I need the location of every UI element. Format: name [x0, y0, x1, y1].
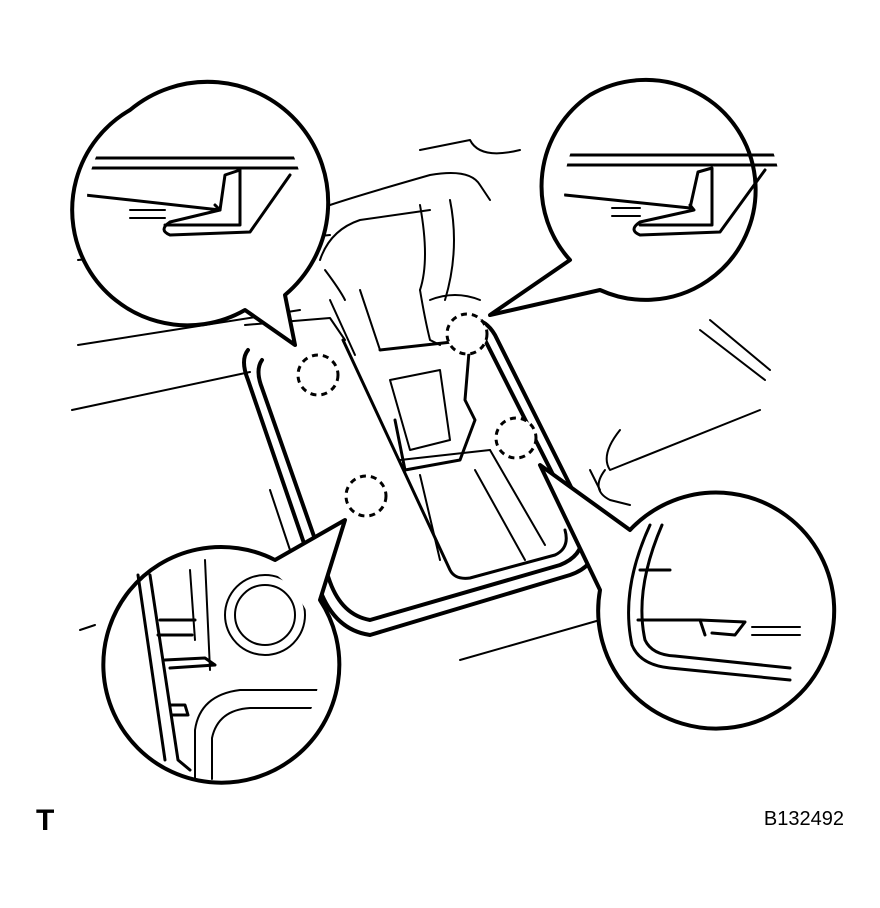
clip-locations: [296, 312, 538, 518]
callout-upper-left: [70, 79, 331, 347]
callout-upper-right: [488, 77, 780, 317]
clip-location-lower-right: [494, 416, 538, 460]
background-interior-lines: [71, 139, 771, 661]
clip-location-lower-left: [344, 474, 388, 518]
clip-location-upper-right: [445, 312, 489, 356]
callout-lower-left: [101, 518, 347, 785]
corner-label: T: [36, 804, 55, 837]
clip-location-upper-left: [296, 353, 340, 397]
callout-lower-right: [538, 463, 837, 731]
shift-lever-area: [329, 199, 481, 356]
figure-code: B132492: [763, 808, 844, 830]
